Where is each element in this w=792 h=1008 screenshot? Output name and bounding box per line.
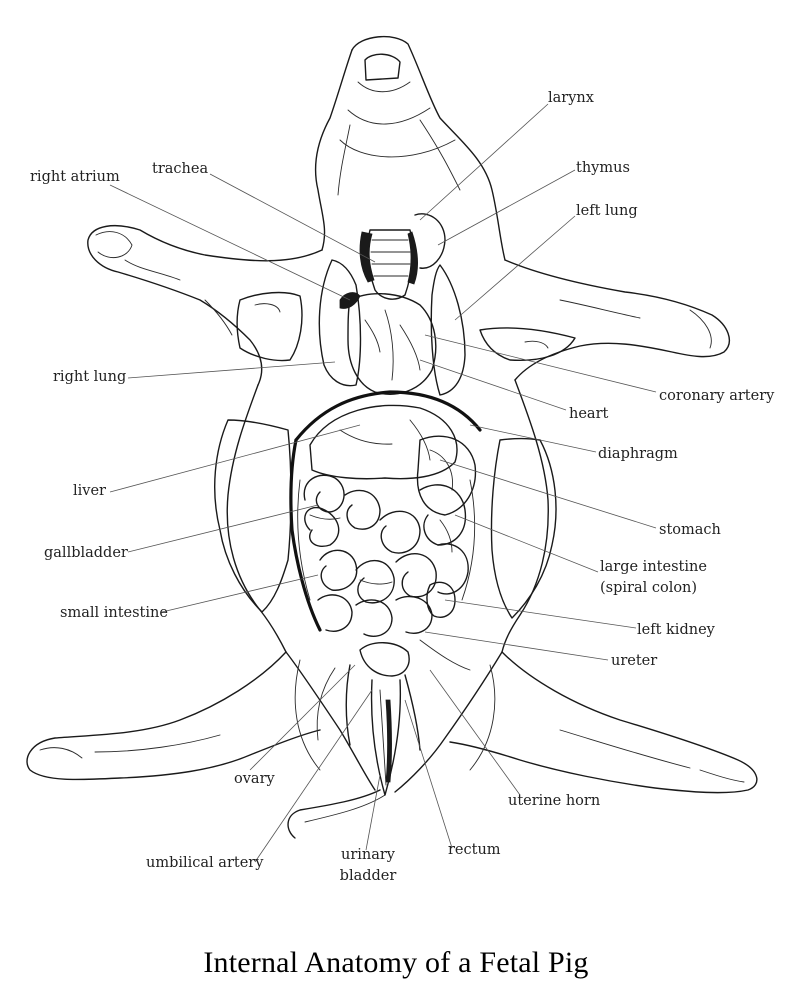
label-urinary-bladder-line1: urinary xyxy=(340,847,395,863)
leader-liver xyxy=(109,424,361,493)
leader-umbilical-artery xyxy=(254,689,373,863)
label-large-intestine-line1: large intestine xyxy=(600,559,707,575)
label-large-intestine-line2: (spiral colon) xyxy=(600,580,698,597)
label-uterine-horn: uterine horn xyxy=(508,793,601,809)
label-left-lung: left lung xyxy=(576,203,638,219)
label-ureter: ureter xyxy=(611,653,658,669)
label-coronary-artery: coronary artery xyxy=(659,388,775,404)
intestines xyxy=(297,474,476,637)
leader-ureter xyxy=(424,631,609,661)
label-right-atrium: right atrium xyxy=(30,169,120,185)
lower-abdominal-organs xyxy=(316,581,471,796)
leader-small-intestine xyxy=(161,574,319,613)
label-right-lung: right lung xyxy=(53,369,127,385)
label-left-kidney: left kidney xyxy=(637,622,715,638)
label-gallbladder: gallbladder xyxy=(44,545,128,561)
leader-urinary-bladder xyxy=(365,774,381,851)
leader-right-atrium xyxy=(109,184,351,301)
skin-flaps xyxy=(214,291,576,793)
label-liver: liver xyxy=(73,483,106,499)
label-ovary: ovary xyxy=(234,771,275,787)
label-larynx: larynx xyxy=(548,90,594,106)
leader-gallbladder xyxy=(127,504,319,553)
leader-coronary-artery xyxy=(424,334,657,393)
label-diaphragm: diaphragm xyxy=(598,446,678,462)
leader-larynx xyxy=(419,103,549,221)
leader-right-lung xyxy=(127,361,336,379)
label-thymus: thymus xyxy=(576,160,630,176)
label-large-intestine: large intestine (spiral colon) xyxy=(600,557,707,599)
thoracic-organs xyxy=(318,213,466,396)
abdominal-wall-left xyxy=(289,438,322,632)
leader-lines xyxy=(109,103,657,863)
diaphragm-line xyxy=(294,390,482,442)
leader-heart xyxy=(419,359,567,411)
label-small-intestine: small intestine xyxy=(60,605,168,621)
label-heart: heart xyxy=(569,406,609,422)
leader-large-intestine xyxy=(454,514,599,573)
label-urinary-bladder-line2: bladder xyxy=(339,868,397,885)
abdominal-organs-upper xyxy=(309,404,477,516)
leader-thymus xyxy=(437,169,576,246)
label-stomach: stomach xyxy=(659,522,721,538)
leader-diaphragm xyxy=(469,424,597,453)
leader-rectum xyxy=(404,699,453,849)
leader-left-kidney xyxy=(444,599,637,629)
leader-left-lung xyxy=(454,215,576,321)
leader-trachea xyxy=(209,173,376,263)
leader-uterine-horn xyxy=(429,669,521,796)
label-trachea: trachea xyxy=(152,161,209,177)
diagram-title: Internal Anatomy of a Fetal Pig xyxy=(203,946,589,979)
label-rectum: rectum xyxy=(448,842,501,858)
label-umbilical-artery: umbilical artery xyxy=(146,855,264,871)
leader-ovary xyxy=(249,664,356,771)
pig-body-outline xyxy=(26,35,758,839)
label-urinary-bladder: urinary bladder xyxy=(334,845,402,887)
leader-stomach xyxy=(439,459,657,529)
